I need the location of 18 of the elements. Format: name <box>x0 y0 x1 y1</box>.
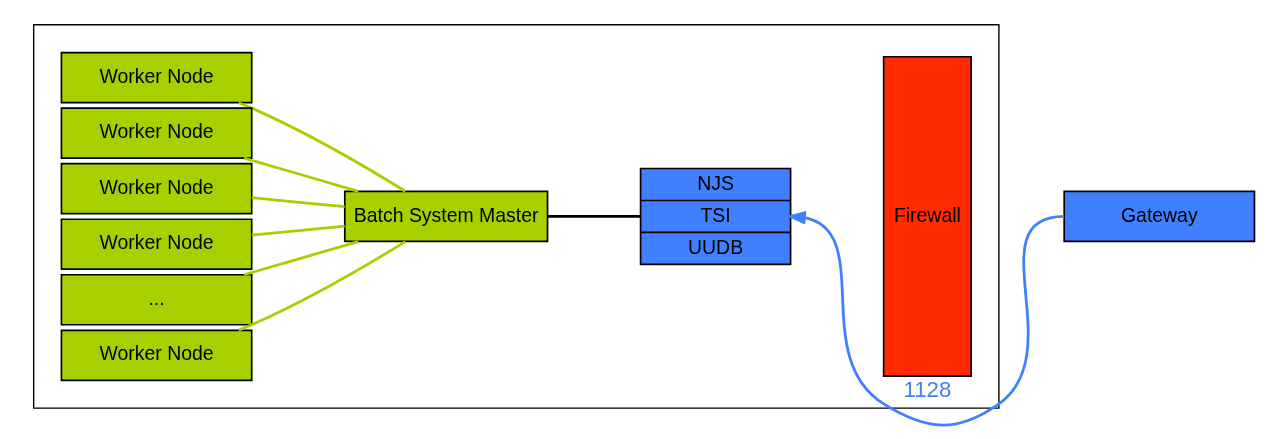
connector <box>243 156 359 193</box>
node-box: Worker Node <box>60 107 253 159</box>
node-box: Batch System Master <box>343 190 548 243</box>
node-box: Worker Node <box>60 162 253 215</box>
node-box: Worker Node <box>60 51 253 104</box>
node-box: Firewall <box>882 55 972 377</box>
node-box: Gateway <box>1062 190 1255 243</box>
connector <box>251 224 345 237</box>
connector <box>237 101 406 193</box>
connector <box>237 240 406 332</box>
edge-label: 1128 <box>902 376 951 402</box>
connector <box>243 240 359 277</box>
connector <box>251 196 345 209</box>
connector <box>547 215 640 218</box>
node-box: Worker Node <box>60 218 253 271</box>
node-box: Worker Node <box>60 329 253 382</box>
cluster <box>32 24 1000 409</box>
node-box: ... <box>60 273 253 326</box>
